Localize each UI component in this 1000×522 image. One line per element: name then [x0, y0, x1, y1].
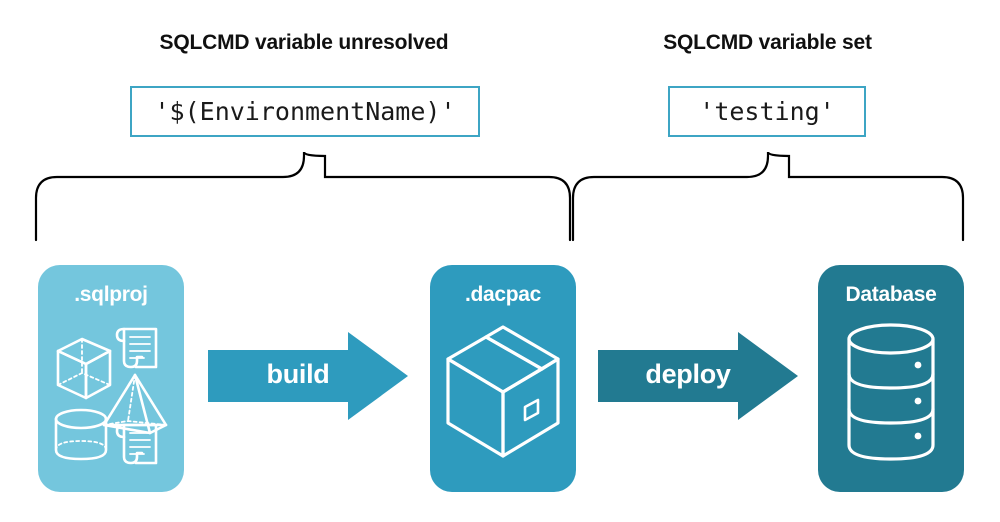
sqlcmd-variable-set-value: 'testing'	[668, 86, 866, 137]
build-arrow	[208, 332, 408, 420]
card-dacpac-label: .dacpac	[464, 283, 542, 306]
database-cylinder-icon	[847, 323, 935, 461]
card-sqlproj-label: .sqlproj	[74, 283, 148, 306]
package-box-icon	[446, 325, 560, 458]
scroll-icon	[115, 327, 158, 369]
cube-icon	[56, 337, 112, 400]
cylinder-icon	[54, 408, 108, 461]
sqlproj-artwork	[54, 327, 168, 465]
card-database[interactable]: Database	[818, 265, 964, 492]
sqlcmd-variable-unresolved-value: '$(EnvironmentName)'	[130, 86, 480, 137]
scroll-icon	[115, 423, 158, 465]
section-heading-left: SQLCMD variable unresolved	[159, 31, 449, 54]
left-brace-icon	[34, 151, 572, 242]
card-database-label: Database	[845, 283, 937, 306]
database-artwork	[847, 323, 935, 461]
right-brace-icon	[571, 151, 965, 242]
card-dacpac[interactable]: .dacpac	[430, 265, 576, 492]
section-heading-right: SQLCMD variable set	[663, 31, 872, 54]
deploy-arrow	[598, 332, 798, 420]
dacpac-artwork	[446, 325, 560, 458]
card-sqlproj[interactable]: .sqlproj	[38, 265, 184, 492]
